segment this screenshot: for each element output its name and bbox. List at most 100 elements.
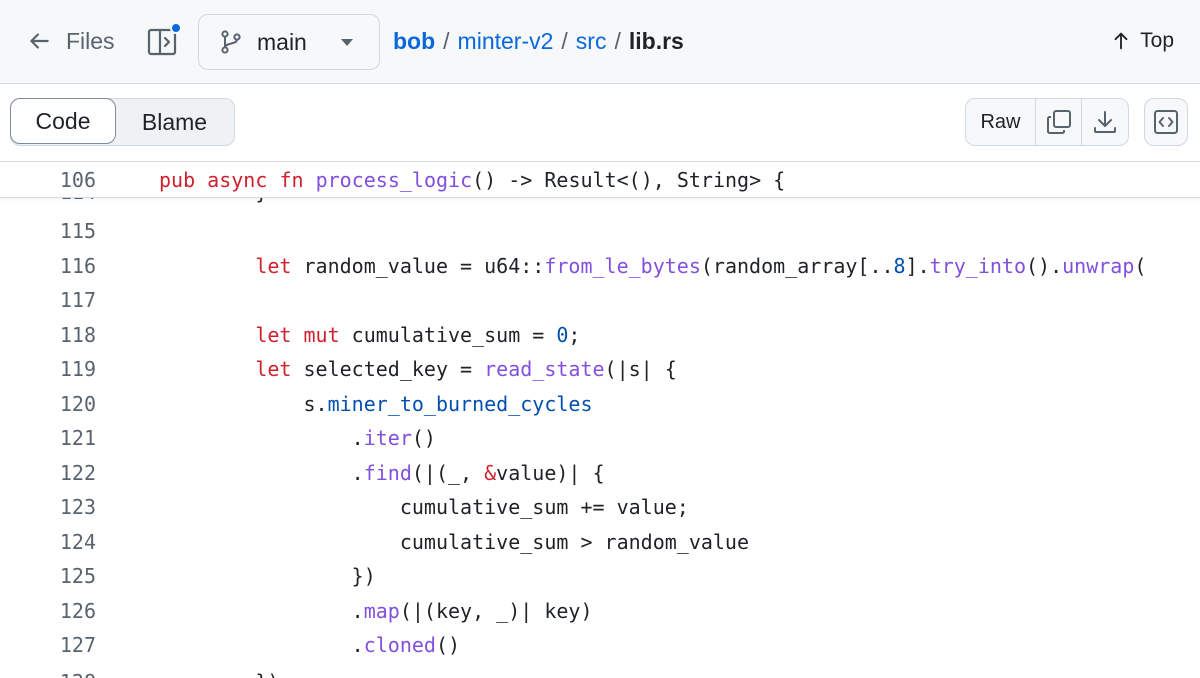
line-number[interactable]: 106 xyxy=(59,168,96,192)
code-line: 121 .iter() xyxy=(0,421,1200,456)
code-token: let xyxy=(255,357,292,382)
code-token: s. xyxy=(303,391,328,416)
breadcrumb-folder-link[interactable]: src xyxy=(575,27,607,54)
code-text: s.miner_to_burned_cycles xyxy=(159,392,593,416)
file-toolbar: Code Blame Raw xyxy=(0,84,1200,162)
copy-raw-button[interactable] xyxy=(1036,99,1082,145)
code-token: ]. xyxy=(905,253,930,278)
scroll-to-top-button[interactable]: Top xyxy=(1110,22,1174,60)
code-text: let selected_key = read_state(|s| { xyxy=(159,357,677,382)
partial-line-bottom: 128 }) xyxy=(0,665,1200,678)
line-number[interactable]: 124 xyxy=(59,529,96,554)
code-line: 127 .cloned() xyxy=(0,628,1200,663)
line-number[interactable]: 127 xyxy=(59,633,96,658)
code-token: random_value = u64:: xyxy=(291,253,545,278)
code-token: (|s| { xyxy=(604,357,677,382)
code-token: read_state xyxy=(484,357,605,382)
line-number[interactable]: 128 xyxy=(0,670,96,678)
code-text: .cloned() xyxy=(159,633,460,657)
code-token: process_logic xyxy=(315,168,473,192)
code-token: fn xyxy=(279,168,304,192)
breadcrumb-owner-link[interactable]: bob xyxy=(393,27,436,54)
line-number[interactable]: 117 xyxy=(59,288,96,313)
line-number[interactable]: 120 xyxy=(59,391,96,416)
code-token: let xyxy=(255,322,292,347)
file-actions-group: Raw xyxy=(965,98,1129,146)
code-line: 117 xyxy=(0,283,1200,318)
line-number[interactable]: 126 xyxy=(59,598,96,623)
breadcrumb-separator: / xyxy=(614,27,621,54)
line-number[interactable]: 122 xyxy=(59,460,96,485)
code-token: (random_array[.. xyxy=(700,253,894,278)
code-token: pub xyxy=(159,168,196,192)
breadcrumb-separator: / xyxy=(443,27,450,54)
code-token: 0 xyxy=(556,322,569,347)
code-view: 106 pub async fn process_logic() -> Resu… xyxy=(0,162,1200,678)
code-token: (). xyxy=(1026,253,1063,278)
code-token: (|(key, _)| key) xyxy=(399,598,593,623)
code-text: .map(|(key, _)| key) xyxy=(159,598,593,623)
git-branch-icon xyxy=(221,30,241,54)
line-number[interactable]: 118 xyxy=(59,322,96,347)
code-token: }) xyxy=(255,670,279,678)
line-number[interactable]: 115 xyxy=(59,219,96,244)
code-text: }) xyxy=(159,564,376,588)
sticky-scope-header[interactable]: 106 pub async fn process_logic() -> Resu… xyxy=(0,162,1200,198)
line-number[interactable]: 116 xyxy=(59,253,96,278)
code-token: 8 xyxy=(893,253,906,278)
code-square-icon xyxy=(1154,110,1178,134)
code-text: let mut cumulative_sum = 0; xyxy=(159,323,580,347)
code-token: ; xyxy=(568,322,581,347)
back-to-files-button[interactable]: Files xyxy=(26,22,115,60)
tab-code[interactable]: Code xyxy=(10,98,116,144)
tab-blame[interactable]: Blame xyxy=(141,108,208,135)
code-token: iter xyxy=(363,426,412,451)
arrow-left-icon xyxy=(30,33,49,49)
code-line: 122 .find(|(_, &value)| { xyxy=(0,456,1200,491)
code-line: 128 }) xyxy=(0,665,1200,678)
line-number[interactable]: 125 xyxy=(59,564,96,589)
symbols-panel-button[interactable] xyxy=(1144,98,1188,146)
code-text: pub async fn process_logic() -> Result<(… xyxy=(159,168,785,192)
code-token: from_le_bytes xyxy=(544,253,701,278)
code-token: cloned xyxy=(363,633,436,658)
file-tree-toggle-button[interactable] xyxy=(146,22,182,58)
code-token: cumulative_sum > random_value xyxy=(399,529,750,554)
code-text: let random_value = u64::from_le_bytes(ra… xyxy=(159,254,1146,278)
code-token: } xyxy=(255,198,267,204)
code-line: 120 s.miner_to_burned_cycles xyxy=(0,387,1200,422)
code-token: find xyxy=(363,460,412,485)
line-number[interactable]: 119 xyxy=(59,357,96,382)
code-token: let xyxy=(255,253,292,278)
arrow-up-icon xyxy=(1114,32,1128,50)
code-token: map xyxy=(363,598,400,623)
breadcrumb-repo-link[interactable]: minter-v2 xyxy=(457,27,554,54)
code-text: cumulative_sum += value; xyxy=(159,495,689,519)
code-line: 119 let selected_key = read_state(|s| { xyxy=(0,352,1200,387)
code-token: () xyxy=(435,633,461,658)
code-token xyxy=(267,168,279,192)
code-token: . xyxy=(351,598,364,623)
line-number[interactable]: 123 xyxy=(59,495,96,520)
code-token: mut xyxy=(303,322,340,347)
code-token: cumulative_sum += value; xyxy=(399,495,689,520)
code-line: 106 pub async fn process_logic() -> Resu… xyxy=(0,162,1200,198)
code-token: (|(_, xyxy=(411,460,485,485)
code-line: 116 let random_value = u64::from_le_byte… xyxy=(0,249,1200,284)
code-token: cumulative_sum = xyxy=(339,322,557,347)
code-token: async xyxy=(207,168,268,192)
view-mode-toggle: Code Blame xyxy=(10,98,235,146)
line-number[interactable]: 121 xyxy=(59,426,96,451)
branch-selector[interactable]: main xyxy=(198,14,380,70)
chevron-down-icon xyxy=(341,39,353,46)
code-token xyxy=(195,168,207,192)
file-header: Files main bob / minter-v2 / src / lib.r… xyxy=(0,0,1200,84)
sidebar-expand-icon xyxy=(147,28,177,56)
raw-button[interactable]: Raw xyxy=(966,99,1036,145)
back-label: Files xyxy=(66,27,115,54)
code-text: cumulative_sum > random_value xyxy=(159,530,749,554)
line-number[interactable]: 114 xyxy=(0,198,96,204)
code-token: selected_key = xyxy=(291,357,485,382)
code-line: 126 .map(|(key, _)| key) xyxy=(0,594,1200,629)
download-raw-button[interactable] xyxy=(1082,99,1128,145)
